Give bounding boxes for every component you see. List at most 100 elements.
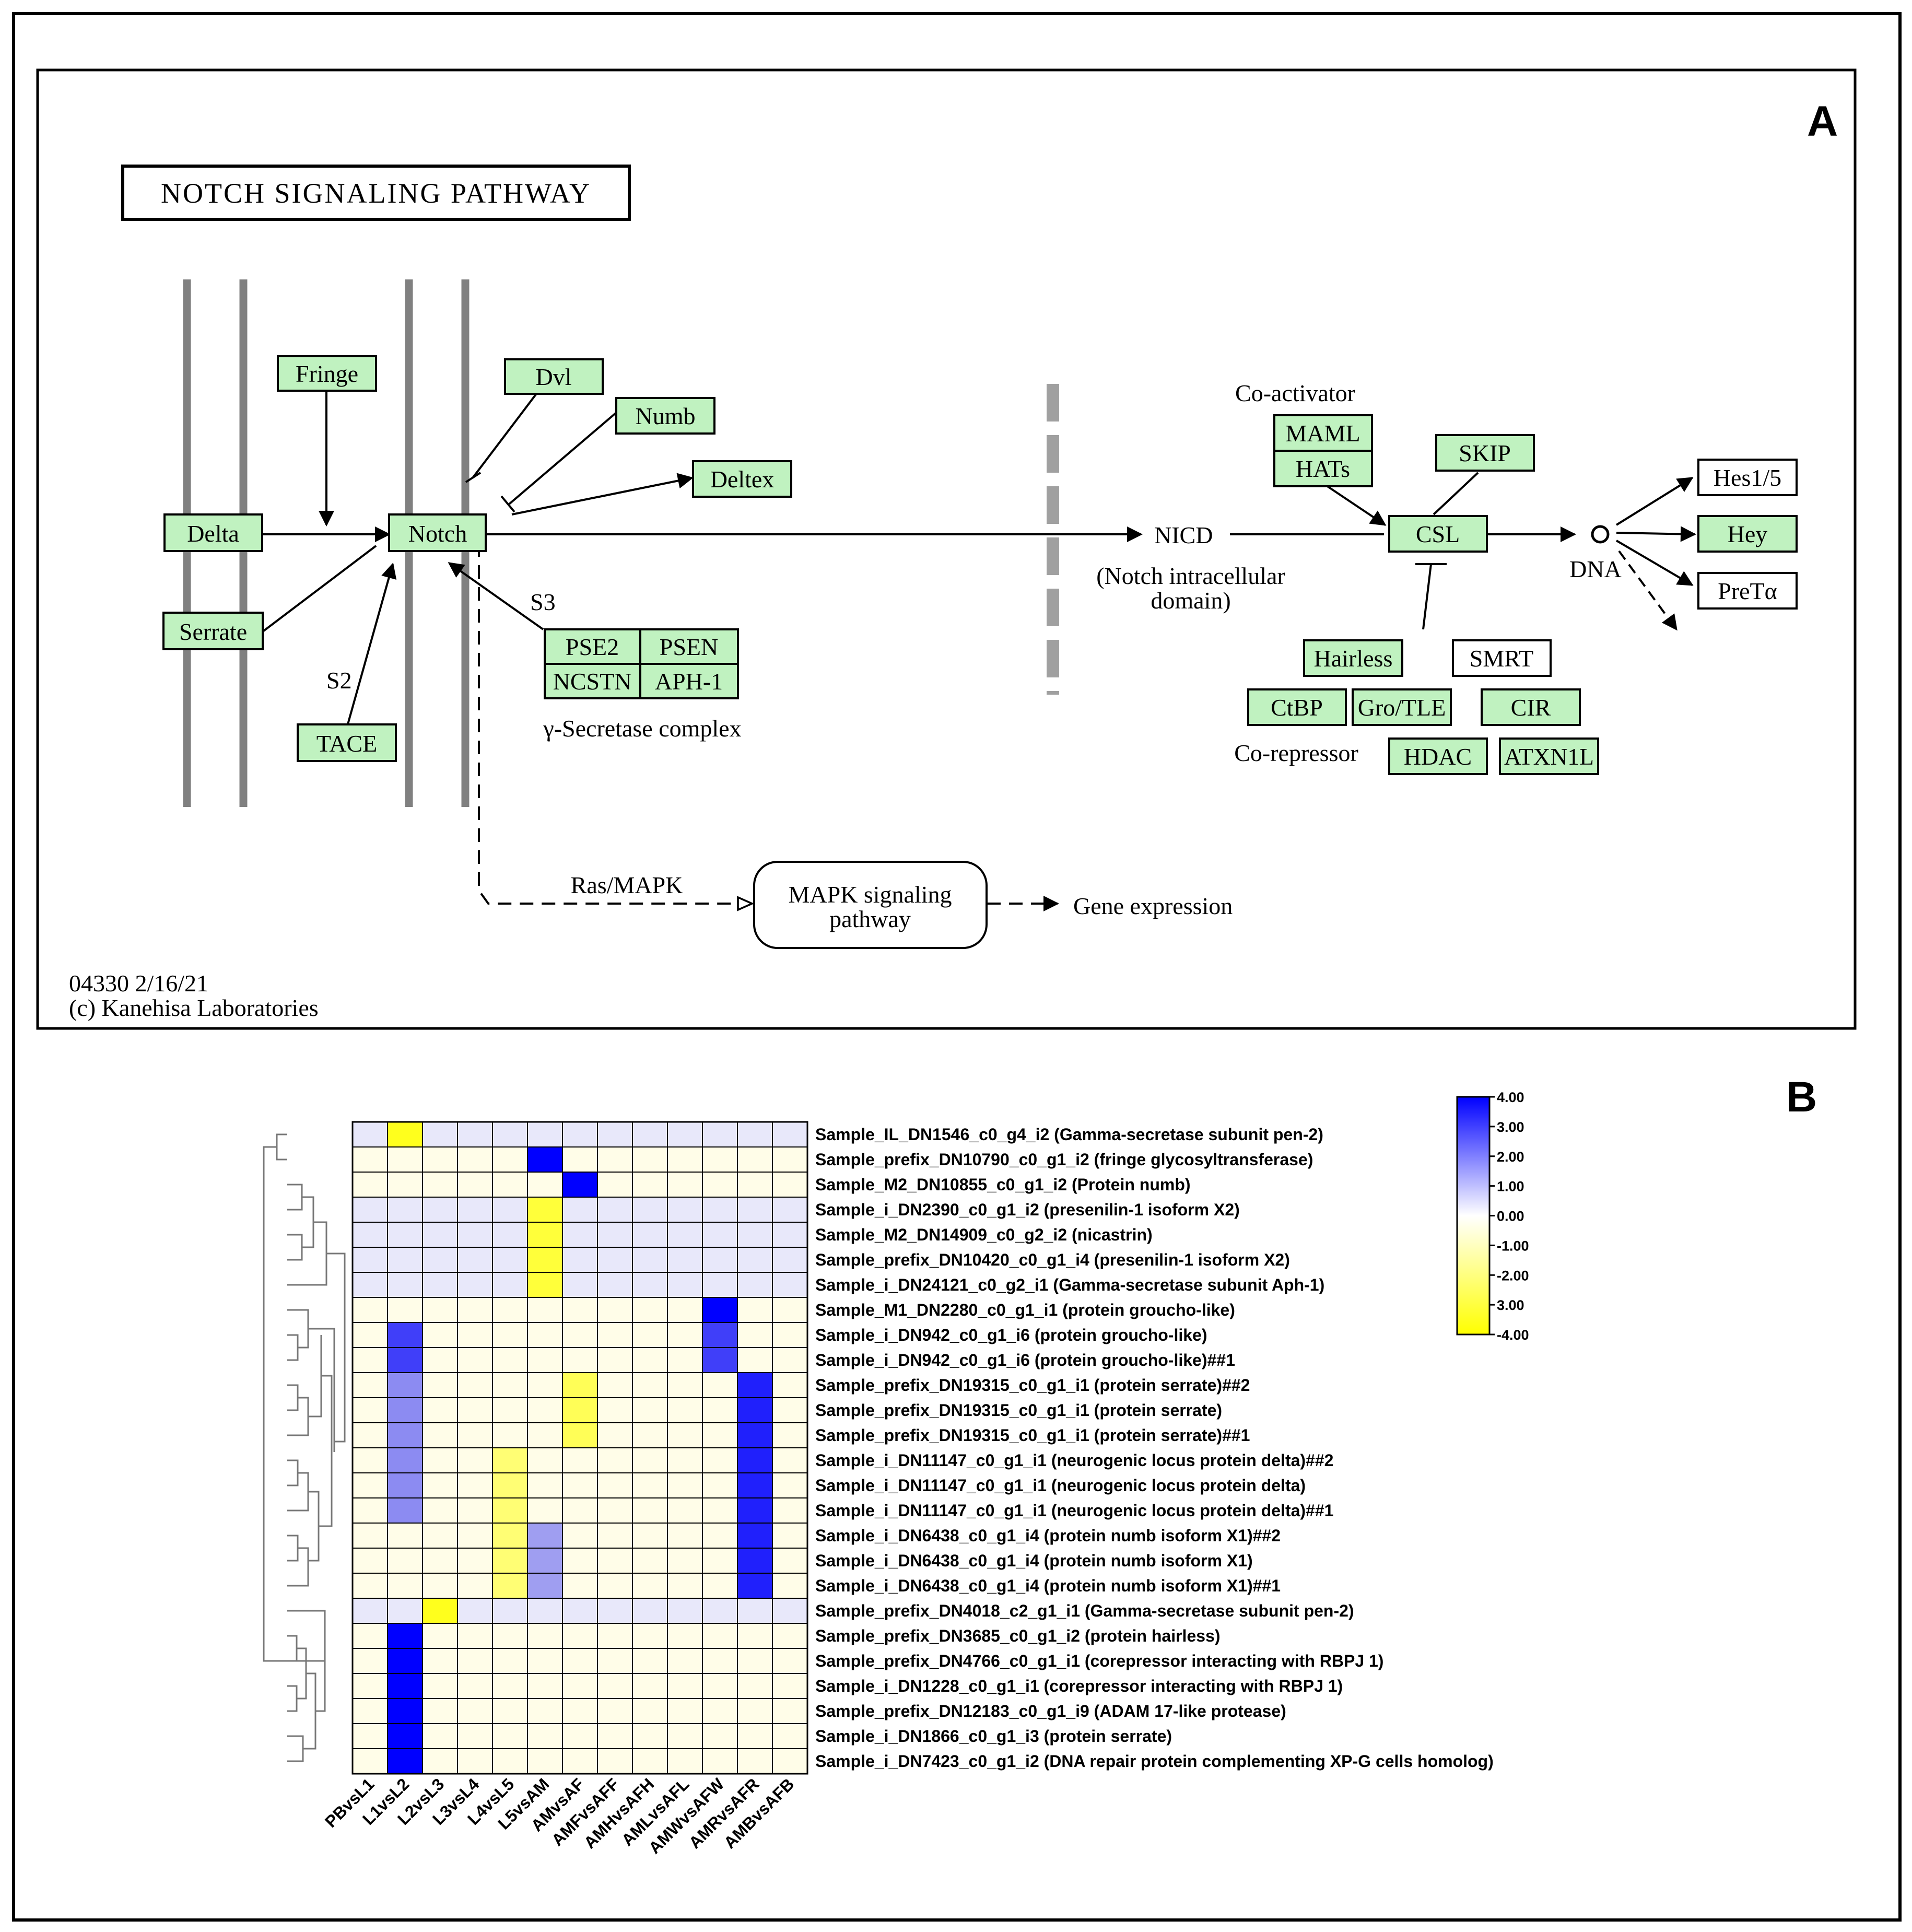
- heatmap-cell: [352, 1648, 388, 1674]
- heatmap-cell: [597, 1698, 633, 1724]
- gene-atxn1l-label: ATXN1L: [1504, 743, 1594, 770]
- heatmap-cell: [702, 1121, 738, 1148]
- heatmap-cell: [492, 1272, 528, 1298]
- gene-hey[interactable]: Hey: [1697, 515, 1798, 553]
- heatmap-row-label: Sample_i_DN7423_c0_g1_i2 (DNA repair pro…: [815, 1752, 1494, 1771]
- heatmap-cell: [632, 1272, 668, 1298]
- gene-psen[interactable]: PSEN: [639, 628, 739, 665]
- heatmap-cell: [702, 1497, 738, 1524]
- heatmap-cell: [772, 1247, 808, 1273]
- heatmap-cell: [422, 1222, 458, 1248]
- heatmap-cell: [667, 1497, 703, 1524]
- gene-gro-tle[interactable]: Gro/TLE: [1352, 688, 1452, 726]
- heatmap-cell: [457, 1447, 493, 1473]
- heatmap-cell: [632, 1172, 668, 1198]
- gene-hes1-5-label: Hes1/5: [1714, 464, 1781, 491]
- heatmap-row-label: Sample_M2_DN14909_c0_g2_i2 (nicastrin): [815, 1225, 1153, 1244]
- label-gene-expression: Gene expression: [1073, 893, 1233, 919]
- heatmap-cell: [667, 1172, 703, 1198]
- gene-aph1[interactable]: APH-1: [639, 663, 739, 699]
- heatmap-cell: [702, 1297, 738, 1323]
- heatmap-cell: [422, 1748, 458, 1774]
- heatmap-cell: [387, 1548, 423, 1574]
- heatmap-cell: [772, 1523, 808, 1549]
- gene-deltex-label: Deltex: [710, 466, 775, 493]
- color-scale-tick-label: 0.00: [1497, 1209, 1524, 1224]
- heatmap-cell: [387, 1447, 423, 1473]
- heatmap-cell: [772, 1723, 808, 1749]
- heatmap-cell: [632, 1723, 668, 1749]
- heatmap-cell: [492, 1322, 528, 1348]
- heatmap-cell: [632, 1472, 668, 1498]
- heatmap-cell: [457, 1397, 493, 1423]
- gene-hdac[interactable]: HDAC: [1388, 737, 1488, 775]
- gene-hats[interactable]: HATs: [1273, 450, 1373, 487]
- heatmap-cell: [667, 1322, 703, 1348]
- gene-fringe[interactable]: Fringe: [277, 355, 377, 392]
- heatmap-border: [351, 1121, 808, 1775]
- heatmap-cell: [562, 1272, 598, 1298]
- gene-numb[interactable]: Numb: [615, 397, 715, 435]
- gene-delta-label: Delta: [187, 520, 239, 547]
- gene-deltex[interactable]: Deltex: [692, 460, 792, 498]
- heatmap-cell: [562, 1523, 598, 1549]
- mapk-pathway-box[interactable]: MAPK signaling pathway: [753, 861, 988, 949]
- heatmap-cell: [632, 1698, 668, 1724]
- heatmap-cell: [632, 1121, 668, 1148]
- gene-ctbp[interactable]: CtBP: [1247, 688, 1347, 726]
- gene-preta[interactable]: PreTα: [1697, 572, 1798, 610]
- gene-tace[interactable]: TACE: [297, 723, 397, 762]
- pathway-title-box: [121, 165, 631, 221]
- heatmap-cell: [772, 1648, 808, 1674]
- heatmap-cell: [737, 1573, 773, 1599]
- gene-dvl[interactable]: Dvl: [504, 358, 604, 395]
- heatmap-cell: [457, 1472, 493, 1498]
- gene-delta[interactable]: Delta: [163, 513, 263, 552]
- heatmap-cell: [597, 1523, 633, 1549]
- gene-notch[interactable]: Notch: [388, 513, 487, 552]
- gene-hes1-5[interactable]: Hes1/5: [1697, 459, 1798, 496]
- heatmap-cell: [737, 1272, 773, 1298]
- gene-smrt[interactable]: SMRT: [1452, 639, 1552, 677]
- heatmap-cell: [667, 1247, 703, 1273]
- heatmap-cell: [457, 1322, 493, 1348]
- heatmap-cell: [702, 1247, 738, 1273]
- heatmap-cell: [527, 1422, 563, 1448]
- gene-atxn1l[interactable]: ATXN1L: [1499, 737, 1599, 775]
- color-scale-tick-label: -2.00: [1497, 1268, 1529, 1283]
- heatmap-cell: [422, 1623, 458, 1649]
- heatmap-cell: [632, 1673, 668, 1699]
- heatmap-cell: [422, 1397, 458, 1423]
- heatmap-cell: [667, 1372, 703, 1398]
- heatmap-cell: [422, 1472, 458, 1498]
- heatmap-cell: [527, 1447, 563, 1473]
- dna-node: [1591, 525, 1610, 544]
- color-scale-tick-label: 3.00: [1497, 1297, 1524, 1313]
- color-scale-tick-label: 2.00: [1497, 1149, 1524, 1165]
- gene-serrate[interactable]: Serrate: [162, 612, 264, 650]
- heatmap-cell: [772, 1297, 808, 1323]
- heatmap-cell: [632, 1648, 668, 1674]
- gene-ncstn[interactable]: NCSTN: [544, 663, 641, 699]
- heatmap-cell: [352, 1573, 388, 1599]
- heatmap-cell: [457, 1673, 493, 1699]
- heatmap-cell: [492, 1673, 528, 1699]
- heatmap-cell: [597, 1598, 633, 1624]
- heatmap-cell: [737, 1222, 773, 1248]
- heatmap-cell: [387, 1598, 423, 1624]
- heatmap-cell: [667, 1146, 703, 1173]
- pathway-edges: [261, 359, 1696, 911]
- gene-skip[interactable]: SKIP: [1435, 434, 1535, 472]
- gene-pse2[interactable]: PSE2: [544, 628, 641, 665]
- gene-csl[interactable]: CSL: [1388, 515, 1488, 553]
- heatmap-cell: [387, 1497, 423, 1524]
- gene-cir[interactable]: CIR: [1481, 688, 1581, 726]
- heatmap-cell: [352, 1698, 388, 1724]
- heatmap-cell: [667, 1573, 703, 1599]
- heatmap-cell: [702, 1523, 738, 1549]
- heatmap-cell: [457, 1698, 493, 1724]
- gene-hairless[interactable]: Hairless: [1303, 639, 1403, 677]
- gene-maml[interactable]: MAML: [1273, 414, 1373, 452]
- label-ras-mapk: Ras/MAPK: [571, 872, 683, 898]
- footer-copyright: (c) Kanehisa Laboratories: [69, 994, 319, 1021]
